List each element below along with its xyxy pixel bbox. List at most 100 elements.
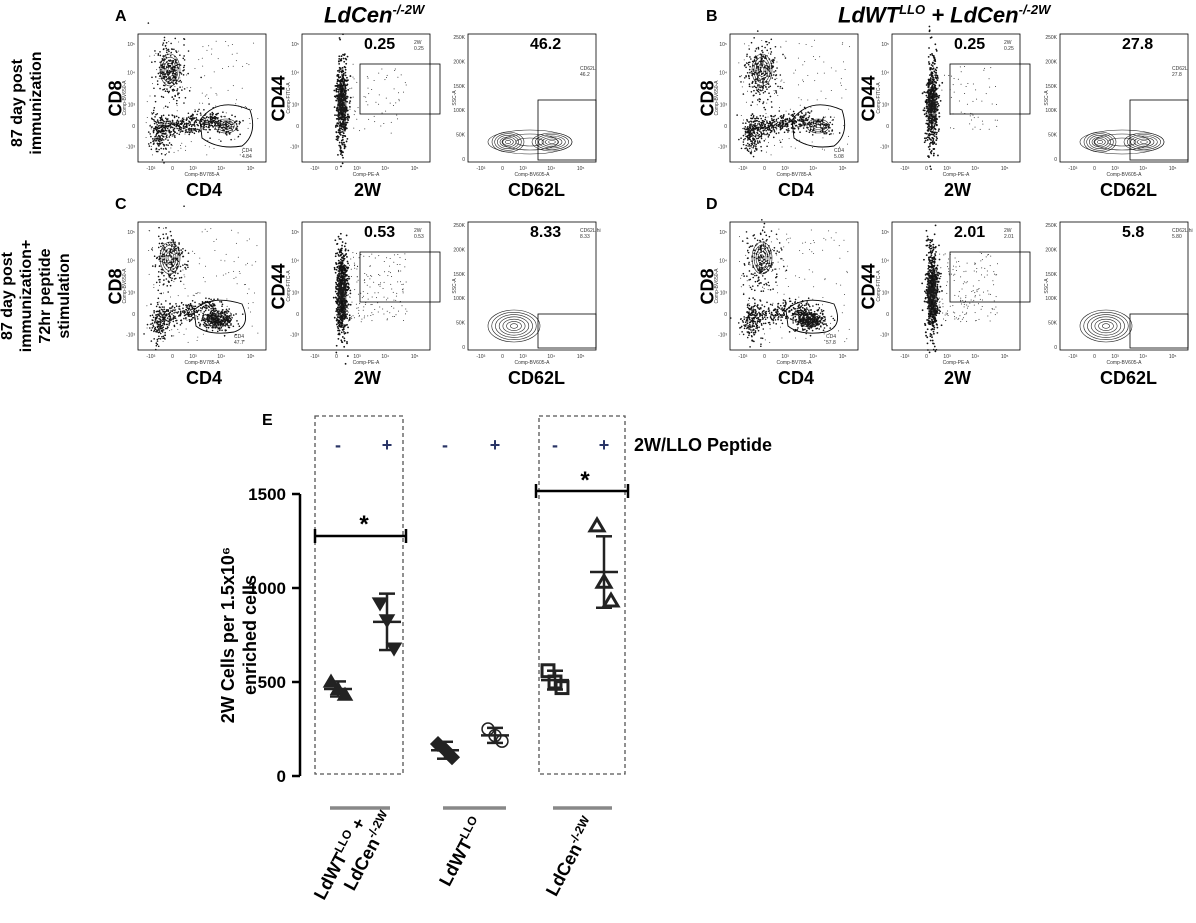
event-dot xyxy=(390,132,392,134)
event-dot xyxy=(748,121,751,123)
event-dot xyxy=(218,139,220,141)
event-dot xyxy=(832,119,834,121)
event-dot xyxy=(168,151,170,153)
event-dot xyxy=(935,92,938,95)
event-dot xyxy=(346,95,349,98)
event-dot xyxy=(753,150,756,152)
event-dot xyxy=(164,90,167,92)
event-dot xyxy=(173,131,176,133)
event-dot xyxy=(174,135,176,137)
event-dot xyxy=(756,140,759,142)
event-dot xyxy=(342,72,345,75)
event-dot xyxy=(802,115,804,118)
event-dot xyxy=(767,129,770,131)
event-dot xyxy=(746,118,748,121)
y-tick-label: 10⁵ xyxy=(291,42,299,48)
event-dot xyxy=(754,122,757,125)
event-dot xyxy=(336,117,339,120)
event-dot xyxy=(748,147,751,150)
y-tick-label: 10⁴ xyxy=(127,70,135,76)
event-dot xyxy=(215,113,218,116)
event-dot xyxy=(825,116,827,118)
x-tick-label: -10³ xyxy=(146,166,155,172)
event-dot xyxy=(799,115,802,118)
event-dot xyxy=(164,84,166,87)
event-dot xyxy=(929,145,931,147)
event-dot xyxy=(776,92,778,94)
event-dot xyxy=(933,70,936,73)
event-dot xyxy=(926,119,928,122)
event-dot xyxy=(742,93,745,95)
event-dot xyxy=(162,88,164,91)
event-dot xyxy=(800,99,802,101)
event-dot xyxy=(776,77,778,79)
event-dot xyxy=(783,131,786,134)
x-tick-label: 10⁵ xyxy=(577,166,585,172)
event-dot xyxy=(758,130,761,132)
event-dot xyxy=(204,75,206,77)
event-dot xyxy=(767,98,769,101)
event-dot xyxy=(750,144,752,147)
event-dot xyxy=(770,101,773,103)
event-dot xyxy=(205,125,208,128)
event-dot xyxy=(336,78,339,81)
event-dot xyxy=(176,110,178,112)
event-dot xyxy=(175,82,178,85)
event-dot xyxy=(210,87,212,89)
event-dot xyxy=(170,147,172,149)
event-dot xyxy=(173,65,175,68)
event-dot xyxy=(772,61,775,64)
event-dot xyxy=(215,40,217,42)
event-dot xyxy=(214,128,216,130)
event-dot xyxy=(757,128,759,131)
event-dot xyxy=(343,141,345,144)
event-dot xyxy=(184,127,186,129)
event-dot xyxy=(245,107,247,109)
event-dot xyxy=(933,148,936,150)
event-dot xyxy=(800,120,803,122)
event-dot xyxy=(160,68,162,71)
event-dot xyxy=(774,126,777,129)
event-dot xyxy=(175,51,178,54)
event-dot xyxy=(190,130,192,133)
event-dot xyxy=(352,63,354,65)
event-dot xyxy=(802,127,805,129)
event-dot xyxy=(397,118,399,120)
event-dot xyxy=(829,126,831,129)
event-dot xyxy=(162,148,165,150)
event-dot xyxy=(753,120,756,123)
event-dot xyxy=(386,74,388,76)
event-dot xyxy=(928,63,931,65)
event-dot xyxy=(931,133,933,136)
event-dot xyxy=(148,145,151,147)
event-dot xyxy=(179,126,182,128)
event-dot xyxy=(340,57,343,60)
2w-percent: 0.25 xyxy=(364,36,396,53)
event-dot xyxy=(217,128,220,131)
event-dot xyxy=(172,74,174,77)
event-dot xyxy=(927,146,930,148)
event-dot xyxy=(176,89,178,92)
event-dot xyxy=(165,47,168,50)
event-dot xyxy=(825,132,828,134)
event-dot xyxy=(166,120,169,122)
event-dot xyxy=(213,71,215,73)
event-dot xyxy=(927,85,930,87)
event-dot xyxy=(778,122,781,124)
event-dot xyxy=(232,125,234,128)
event-dot xyxy=(797,127,800,130)
event-dot xyxy=(344,135,347,138)
event-dot xyxy=(799,116,802,119)
event-dot xyxy=(754,71,757,74)
event-dot xyxy=(367,104,369,106)
event-dot xyxy=(156,119,159,121)
event-dot xyxy=(782,125,785,127)
event-dot xyxy=(191,129,193,131)
event-dot xyxy=(179,86,181,88)
event-dot xyxy=(232,65,234,67)
x-tick-label: 10⁴ xyxy=(971,166,979,172)
event-dot xyxy=(163,144,165,147)
event-dot xyxy=(927,55,930,58)
event-dot xyxy=(151,126,153,128)
